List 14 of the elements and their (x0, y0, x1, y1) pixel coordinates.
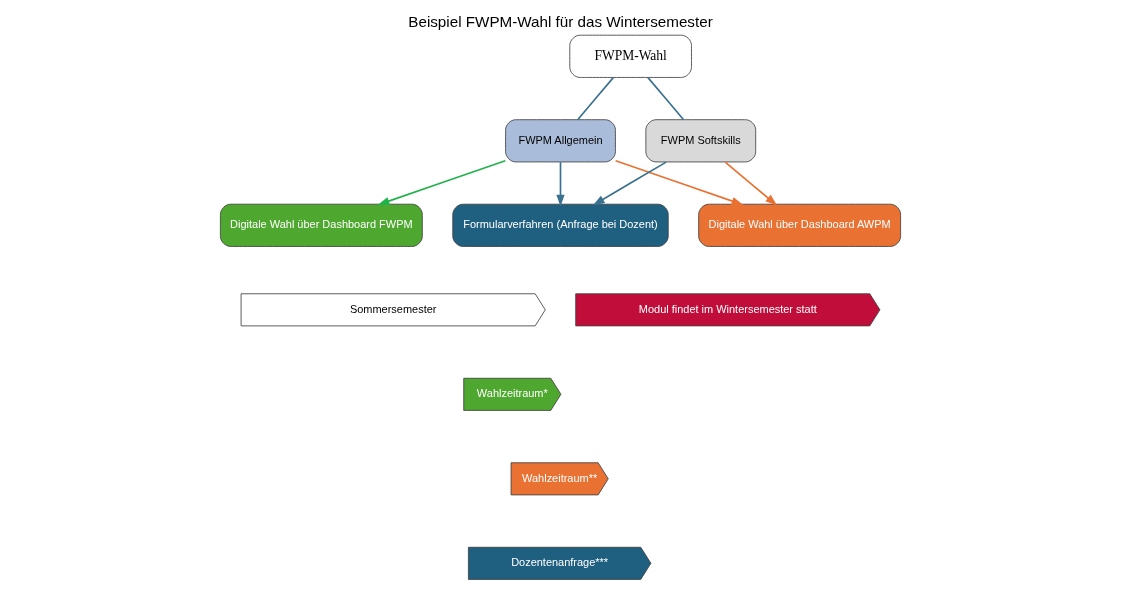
arrow (614, 159, 744, 206)
arrow (377, 159, 507, 206)
node-box: FWPM-Wahl (569, 34, 692, 78)
node-box: Digitale Wahl über Dashboard FWPM (219, 203, 423, 247)
node-box: FWPM Allgemein (505, 119, 616, 163)
node-box: Formularverfahren (Anfrage bei Dozent) (452, 203, 669, 247)
arrow (724, 161, 778, 206)
arrow (556, 161, 565, 207)
diagram-title: Beispiel FWPM-Wahl für das Wintersemester (408, 13, 713, 31)
node-box: Digitale Wahl über Dashboard AWPM (698, 203, 902, 247)
arrow (592, 161, 667, 206)
connector (577, 76, 615, 121)
node-box: FWPM Softskills (645, 119, 757, 163)
connector (647, 76, 685, 121)
